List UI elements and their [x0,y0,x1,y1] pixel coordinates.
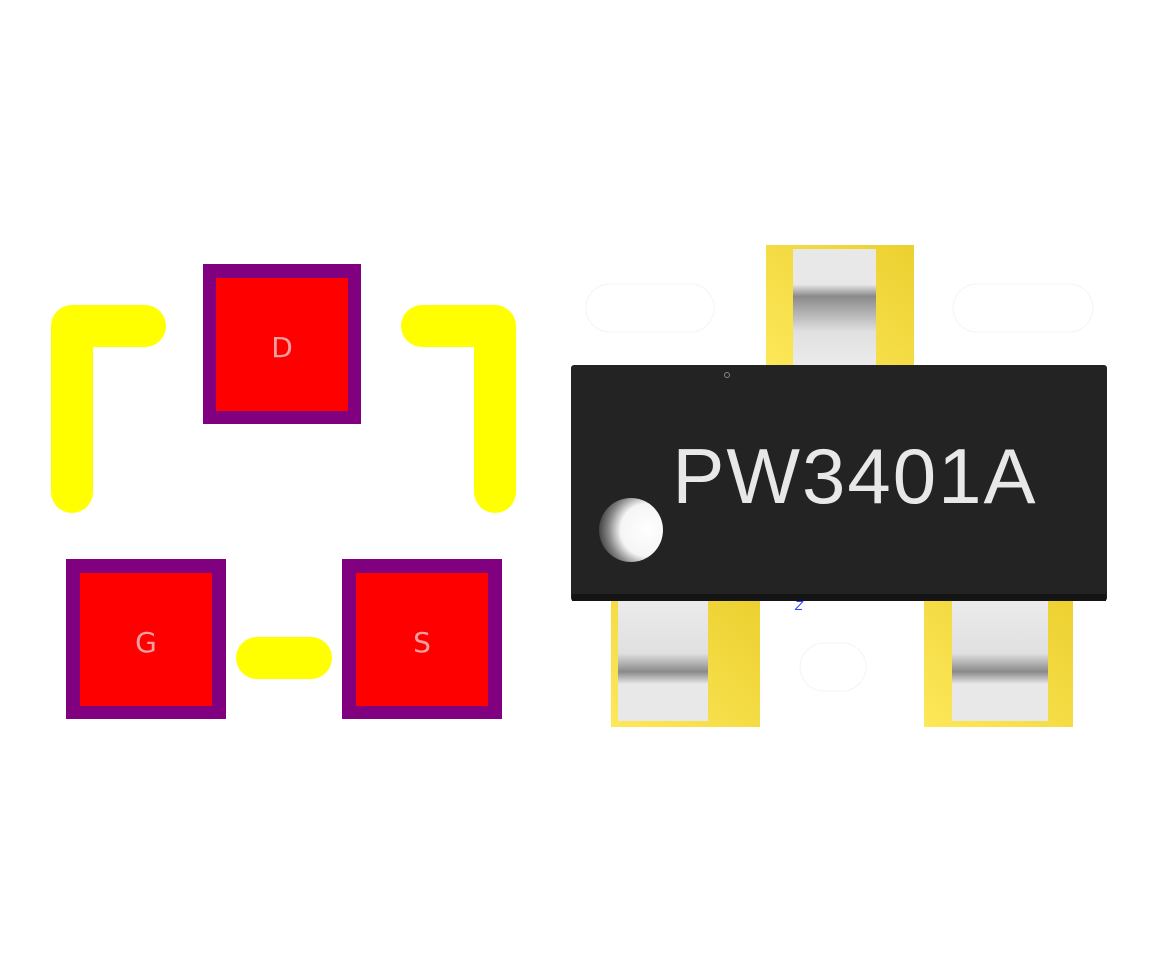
component-3d-model[interactable]: PW3401A Z [571,245,1107,727]
package-body [571,365,1107,601]
pin1-dot-icon [599,498,663,562]
pad-g[interactable]: G [66,559,226,719]
silkscreen-right-bracket [401,305,516,513]
pad-label: S [413,626,431,659]
lead-bottom-right [952,598,1048,721]
pad-s[interactable]: S [342,559,502,719]
silkscreen-left-bracket [51,305,166,513]
silkscreen-outline [51,305,516,679]
axis-label: Z [794,599,804,613]
pin1-small-marker-icon [724,372,730,378]
pad-d[interactable]: D [203,264,361,424]
lead-bottom-left [618,598,708,721]
pad-label: G [135,626,157,659]
part-marking: PW3401A [672,432,1037,520]
pad-label: D [271,331,293,364]
lead-top [793,249,876,367]
